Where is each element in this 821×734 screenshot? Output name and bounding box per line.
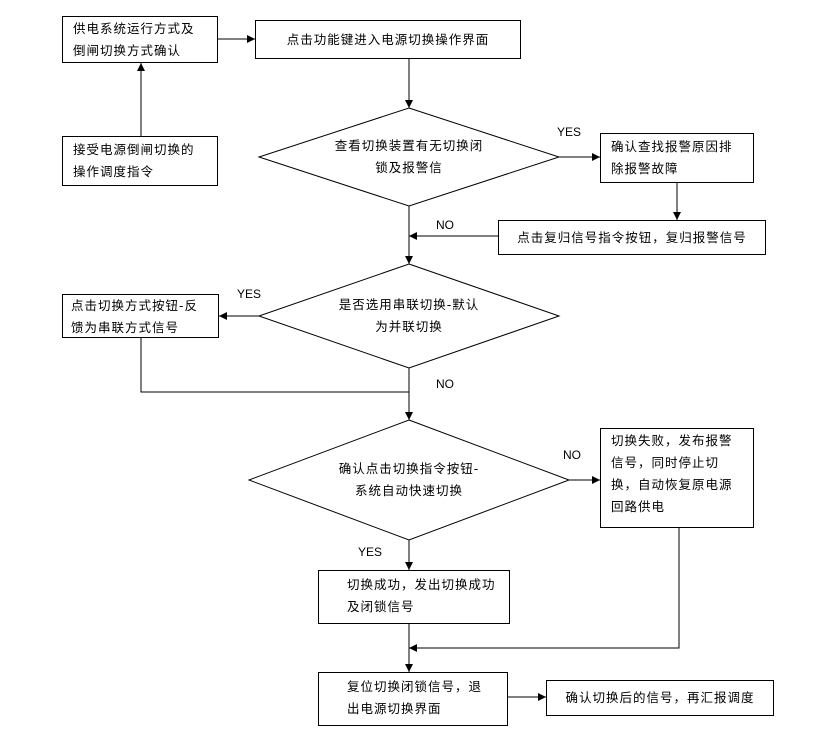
arrow-fail-return: [409, 528, 680, 652]
box-click-mode: 点击切换方式按钮-反馈为串联方式信号: [62, 294, 219, 338]
box-fail: 切换失败，发布报警信号，同时停止切换，自动恢复原电源回路供电: [600, 428, 754, 528]
box-reset-signal: 点击复归信号指令按钮，复归报警信号: [498, 220, 766, 255]
label-no-alarm: NO: [436, 218, 454, 232]
arrow-mode-return: [140, 338, 409, 393]
box-reset-lock: 复位切换闭锁信号，退出电源切换界面: [318, 672, 508, 726]
label-no-series: NO: [436, 377, 454, 391]
diamond-text-confirm-switch: 确认点击切换指令按钮-系统自动快速切换: [338, 461, 480, 498]
box-receive-cmd: 接受电源倒闸切换的操作调度指令: [62, 136, 218, 186]
label-yes-series: YES: [237, 287, 262, 301]
diamond-text-series: 是否选用串联切换-默认为并联切换: [338, 297, 480, 334]
box-enter-ui: 点击功能键进入电源切换操作界面: [255, 20, 521, 59]
box-success: 切换成功，发出切换成功及闭锁信号: [318, 570, 510, 624]
label-no-switch: NO: [563, 448, 581, 462]
label-yes-alarm: YES: [557, 125, 582, 139]
box-find-cause: 确认查找报警原因排除报警故障: [600, 133, 754, 183]
box-report: 确认切换后的信号，再汇报调度: [546, 680, 774, 716]
diamond-text-check-alarm: 查看切换装置有无切换闭锁及报警信: [334, 138, 484, 175]
label-yes-switch: YES: [358, 545, 383, 559]
box-confirm-mode: 供电系统运行方式及倒闸切换方式确认: [62, 16, 218, 63]
